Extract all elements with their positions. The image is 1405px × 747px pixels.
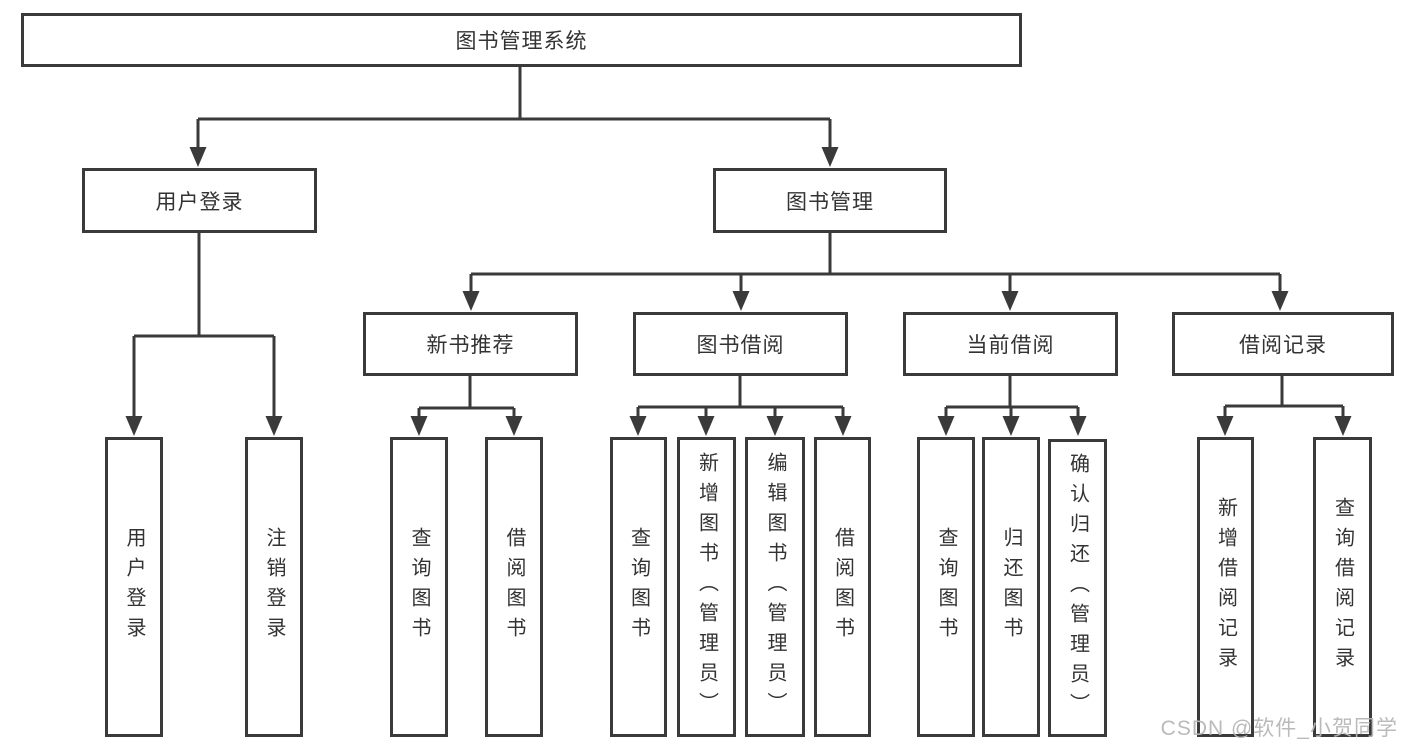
node-user-login-label: 用户登录 — [155, 190, 244, 214]
arrow-down-icon — [462, 291, 480, 311]
arrow-down-icon — [189, 147, 207, 167]
arrowheads-book-management — [462, 291, 1289, 311]
arrowheads-borrow-records — [1216, 416, 1352, 436]
leaf-return-book: 归还图书 — [982, 437, 1040, 737]
leaf-return-book-label: 归还图书 — [1000, 527, 1022, 647]
connector-user-login — [132, 233, 276, 417]
arrow-down-icon — [1002, 416, 1020, 436]
connector-book-borrow — [636, 376, 845, 417]
node-book-management: 图书管理 — [713, 168, 947, 233]
leaf-add-book-admin: 新增图书（管理员） — [677, 437, 736, 737]
leaf-query-books-borrow: 查询图书 — [610, 437, 667, 737]
arrowheads-current-borrow — [937, 416, 1087, 436]
arrow-down-icon — [1216, 416, 1234, 436]
leaf-add-borrow-record-label: 新增借阅记录 — [1214, 497, 1237, 677]
leaf-logout: 注销登录 — [245, 437, 303, 737]
node-borrow-records: 借阅记录 — [1172, 312, 1394, 376]
leaf-query-borrow-record: 查询借阅记录 — [1313, 437, 1372, 737]
leaf-query-books-recommend-label: 查询图书 — [408, 527, 430, 647]
leaf-edit-book-admin-label: 编辑图书（管理员） — [764, 452, 786, 722]
node-borrow-records-label: 借阅记录 — [1239, 334, 1327, 357]
leaf-add-borrow-record: 新增借阅记录 — [1197, 437, 1254, 737]
leaf-query-books-recommend: 查询图书 — [390, 437, 448, 737]
connector-current-borrow — [944, 376, 1080, 417]
arrow-down-icon — [1271, 291, 1289, 311]
node-new-book-recommend-label: 新书推荐 — [426, 334, 515, 357]
arrow-down-icon — [1069, 416, 1087, 436]
leaf-borrow-books-recommend: 借阅图书 — [485, 437, 543, 737]
node-book-borrow-label: 图书借阅 — [696, 334, 785, 357]
arrow-down-icon — [629, 416, 647, 436]
node-new-book-recommend: 新书推荐 — [363, 312, 578, 376]
arrowheads-new-book-recommend — [410, 416, 523, 436]
arrow-down-icon — [697, 416, 715, 436]
leaf-user-login: 用户登录 — [105, 437, 163, 737]
arrow-down-icon — [834, 416, 852, 436]
leaf-add-book-admin-label: 新增图书（管理员） — [695, 452, 718, 722]
arrowheads-user-login — [125, 416, 283, 436]
node-root-label: 图书管理系统 — [455, 30, 588, 53]
leaf-borrow-books-2: 借阅图书 — [814, 437, 871, 737]
leaf-confirm-return-admin: 确认归还（管理员） — [1048, 439, 1107, 737]
leaf-logout-label: 注销登录 — [263, 527, 285, 647]
arrowheads-root — [189, 147, 839, 167]
arrow-down-icon — [1334, 416, 1352, 436]
node-book-management-label: 图书管理 — [786, 190, 874, 214]
node-current-borrow-label: 当前借阅 — [966, 334, 1055, 357]
connector-borrow-records — [1223, 376, 1345, 417]
arrow-down-icon — [937, 416, 955, 436]
leaf-confirm-return-admin-label: 确认归还（管理员） — [1066, 453, 1089, 723]
watermark: CSDN @软件_小贺同学 — [1160, 717, 1398, 740]
node-book-borrow: 图书借阅 — [633, 312, 848, 376]
node-user-login: 用户登录 — [82, 168, 317, 233]
connector-root — [196, 67, 832, 148]
leaf-query-books-current-label: 查询图书 — [935, 527, 957, 647]
leaf-borrow-books-recommend-label: 借阅图书 — [503, 527, 525, 647]
arrow-down-icon — [766, 416, 784, 436]
leaf-query-books-borrow-label: 查询图书 — [627, 527, 650, 647]
arrow-down-icon — [265, 416, 283, 436]
connector-book-management — [469, 233, 1282, 292]
arrow-down-icon — [505, 416, 523, 436]
arrow-down-icon — [410, 416, 428, 436]
arrow-down-icon — [821, 147, 839, 167]
arrow-down-icon — [732, 291, 750, 311]
node-root: 图书管理系统 — [21, 13, 1022, 67]
leaf-edit-book-admin: 编辑图书（管理员） — [745, 437, 805, 737]
leaf-query-books-current: 查询图书 — [917, 437, 975, 737]
arrowheads-book-borrow — [629, 416, 852, 436]
node-current-borrow: 当前借阅 — [903, 312, 1118, 376]
arrow-down-icon — [1001, 291, 1019, 311]
leaf-borrow-books-2-label: 借阅图书 — [831, 527, 854, 647]
leaf-query-borrow-record-label: 查询借阅记录 — [1331, 497, 1354, 677]
connector-new-book-recommend — [417, 376, 516, 417]
arrow-down-icon — [125, 416, 143, 436]
leaf-user-login-label: 用户登录 — [123, 527, 145, 647]
